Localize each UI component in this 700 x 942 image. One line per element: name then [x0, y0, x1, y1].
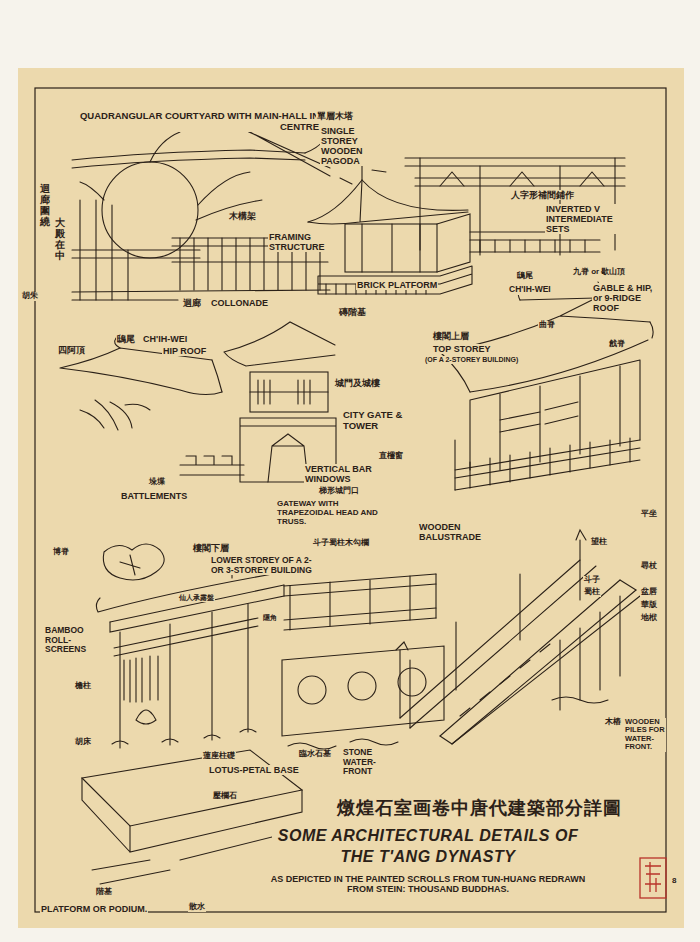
annotation-label: 隱角	[262, 614, 278, 622]
annotation-label: BRICK PLATFORM	[356, 280, 438, 290]
annotation-label: (OF A 2-STOREY BUILDING)	[424, 356, 519, 364]
annotation-label: 檐柱	[74, 682, 92, 691]
annotation-label: 大殿在中	[55, 216, 65, 262]
annotation-label: SINGLE STOREY WOODEN PAGODA	[320, 126, 382, 166]
seal-stamp	[640, 858, 666, 898]
annotation-label: 直欞窗	[378, 452, 404, 461]
annotation-label: GABLE & HIP, or 9-RIDGE ROOF	[592, 283, 656, 313]
annotation-label: 平坐	[640, 510, 658, 519]
annotation-label: 蜀柱	[583, 588, 601, 597]
annotation-label: 九脊 or 歇山頂	[572, 268, 626, 277]
annotation-label: 磚階基	[338, 307, 367, 317]
annotation-label: 散水	[188, 903, 206, 912]
annotation-label: 臨水石基	[298, 750, 332, 759]
annotation-label: COLLONADE	[210, 298, 269, 308]
annotation-label: 8	[671, 877, 677, 886]
annotation-label: 胡床	[74, 738, 92, 747]
annotation-label: 胡朱	[21, 292, 39, 301]
annotation-label: INVERTED V INTERMEDIATE SETS	[545, 204, 627, 234]
annotation-label: QUADRANGULAR COURTYARD WITH MAIN-HALL IN…	[68, 111, 320, 132]
annotation-label: 垛堞	[148, 478, 166, 487]
annotation-label: 尋杖	[640, 562, 658, 571]
annotation-label: 人字形補間鋪作	[510, 190, 575, 200]
frame-border	[35, 88, 666, 912]
chinese-title: 燉煌石室画卷中唐代建築部分詳圖	[336, 798, 623, 818]
annotation-label: 曲脊	[538, 321, 556, 330]
annotation-label: 盆唇	[640, 588, 658, 597]
drawing-title: SOME ARCHITECTURAL DETAILS OF THE T'ANG …	[272, 826, 584, 868]
annotation-label: 迴廊	[182, 298, 202, 308]
annotation-label: 木樁	[604, 718, 622, 727]
annotation-label: LOWER STOREY OF A 2- OR 3-STOREY BUILDIN…	[210, 556, 317, 575]
annotation-label: 梯形城門口	[318, 487, 360, 496]
annotation-label: STONE WATER-FRONT	[342, 748, 396, 777]
annotation-label: 四阿頂	[57, 345, 86, 355]
drawing-caption: AS DEPICTED IN THE PAINTED SCROLLS FROM …	[262, 874, 594, 894]
annotation-label: 蓮座柱礎	[202, 752, 236, 761]
annotation-label: VERTICAL BAR WINDOWS	[304, 464, 396, 484]
annotation-label: 單層木塔	[316, 111, 354, 121]
annotation-label: 斗子蜀柱木勾欄	[312, 539, 370, 548]
annotation-label: PLATFORM OR PODIUM.	[40, 904, 148, 914]
annotation-label: GATEWAY WITH TRAPEZOIDAL HEAD AND TRUSS.	[276, 500, 398, 527]
annotation-label: CH'IH-WEI	[142, 334, 188, 344]
annotation-label: 迴廊圍繞	[40, 182, 50, 228]
annotation-label: 壓欄石	[212, 792, 238, 801]
annotation-label: HIP ROOF	[162, 346, 207, 356]
annotation-label: FRAMING STRUCTURE	[268, 232, 340, 252]
annotation-label: 樓閣下層	[192, 543, 230, 553]
annotation-label: CITY GATE & TOWER	[342, 410, 404, 431]
annotation-label: 仙人承露盤	[178, 594, 215, 602]
line-drawings	[60, 128, 653, 884]
paper-sheet	[18, 68, 684, 928]
annotation-label: CH'IH-WEI	[508, 285, 552, 295]
annotation-label: 木構架	[228, 211, 257, 221]
annotation-label: WOODEN PILES FOR WATER-FRONT.	[624, 718, 666, 752]
annotation-label: 城門及城樓	[334, 378, 381, 388]
annotation-label: 華版	[640, 601, 658, 610]
annotation-label: 地栿	[640, 614, 658, 623]
annotation-label: 望柱	[590, 538, 608, 547]
annotation-label: WOODEN BALUSTRADE	[418, 522, 490, 542]
annotation-label: BATTLEMENTS	[120, 491, 188, 501]
annotation-label: 斗子	[583, 576, 601, 585]
annotation-label: TOP STOREY	[432, 344, 492, 354]
annotation-label: 鴟尾	[116, 334, 136, 344]
annotation-label: 博脊	[52, 548, 70, 557]
annotation-label: 戧脊	[608, 340, 626, 349]
annotation-label: 鴟尾	[516, 272, 534, 281]
annotation-label: 階基	[95, 888, 113, 897]
annotation-label: BAMBOO ROLL-SCREENS	[44, 626, 100, 655]
annotation-label: 樓閣上層	[432, 331, 470, 341]
annotation-label: LOTUS-PETAL BASE	[208, 765, 300, 775]
